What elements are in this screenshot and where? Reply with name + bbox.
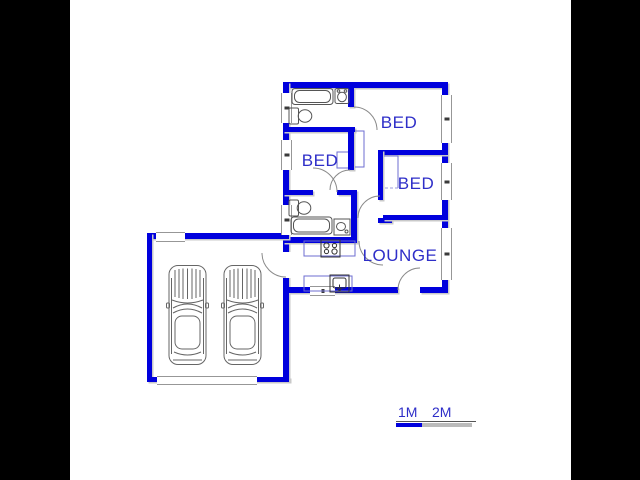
matte-right — [571, 0, 640, 480]
room-label-bed-3: BED — [397, 174, 435, 193]
burner — [323, 248, 330, 255]
bathroom2-fixtures — [288, 199, 351, 236]
wall-garage-east — [283, 293, 289, 382]
window-bedroom3-east — [441, 163, 452, 200]
window-bathroom1-west — [281, 93, 292, 123]
wall-bedroom3-west — [378, 150, 383, 200]
wall-north — [283, 82, 448, 88]
window-garage-north — [156, 232, 185, 242]
door-arc-bedroom2 — [329, 169, 351, 191]
bathtub-icon — [290, 216, 333, 235]
door-arc-front-entry — [397, 267, 421, 291]
room-label-lounge: LOUNGE — [362, 246, 438, 265]
window-bathroom2-west — [281, 205, 292, 235]
wall-bathroom1-south — [283, 127, 355, 132]
cupboard-bedroom3 — [384, 155, 399, 188]
wall-lounge-north — [383, 215, 448, 220]
scale-label-1m: 1M — [398, 404, 418, 420]
washbasin-bowl — [336, 222, 346, 231]
tap-icon — [344, 229, 349, 234]
wall-garage-north — [147, 233, 289, 239]
door-arc-bedroom3 — [357, 195, 381, 219]
car-icon — [221, 265, 264, 365]
tap-icon — [336, 89, 341, 93]
window-kitchen-south — [310, 286, 335, 296]
burner — [331, 248, 338, 255]
bathroom1-fixtures — [288, 88, 350, 125]
toilet-icon — [296, 201, 312, 215]
wall-south-left — [283, 287, 398, 293]
tap-icon — [343, 89, 348, 93]
wall-bedroom2-south-right — [337, 190, 357, 195]
scale-label-2m: 2M — [432, 404, 452, 420]
room-label-bed-1: BED — [380, 113, 418, 132]
matte-left — [0, 0, 70, 480]
garage-door-opening — [157, 376, 257, 385]
cupboard-hall — [355, 130, 365, 168]
wall-bathroom1-east — [348, 87, 354, 107]
toilet-icon — [297, 109, 313, 123]
scale-segment-1m — [396, 423, 422, 427]
scale-labels: 1M 2M — [396, 404, 476, 422]
wall-hall-stub — [378, 218, 392, 223]
wall-garage-west — [147, 233, 152, 382]
wall-bedroom2-south-left — [283, 190, 313, 195]
window-bedroom1-east — [441, 95, 452, 143]
door-arc-bathroom1 — [353, 106, 378, 131]
bathtub-inner — [294, 90, 331, 103]
window-lounge-east — [441, 228, 452, 280]
scale-segment-2m — [422, 423, 472, 427]
window-bedroom2-west — [281, 140, 292, 170]
wall-bathroom2-east — [351, 195, 357, 242]
bathtub-icon — [291, 88, 334, 105]
bathtub-inner — [293, 218, 330, 233]
room-label-bed-2: BED — [301, 151, 339, 170]
kitchen-fixtures — [320, 239, 350, 293]
car-icon — [166, 265, 209, 365]
burner — [323, 242, 330, 249]
scale-bar-graphic — [396, 423, 476, 427]
kitchen-counter-stove — [303, 240, 356, 257]
wall-south-right — [420, 287, 448, 293]
washbasin-bowl — [337, 91, 347, 103]
washbasin-icon — [334, 88, 350, 104]
burner — [331, 242, 338, 249]
door-opening-garage — [281, 252, 292, 278]
cupboard-bedroom2 — [336, 151, 348, 169]
washbasin-icon — [333, 218, 351, 236]
door-arc-bathroom2 — [312, 167, 338, 193]
wall-west — [283, 82, 289, 293]
wall-kitchen-north — [283, 237, 357, 243]
scale-bar: 1M 2M — [396, 404, 476, 427]
wall-bedroom2-east — [348, 132, 354, 170]
wall-bedroom3-north — [378, 150, 448, 155]
